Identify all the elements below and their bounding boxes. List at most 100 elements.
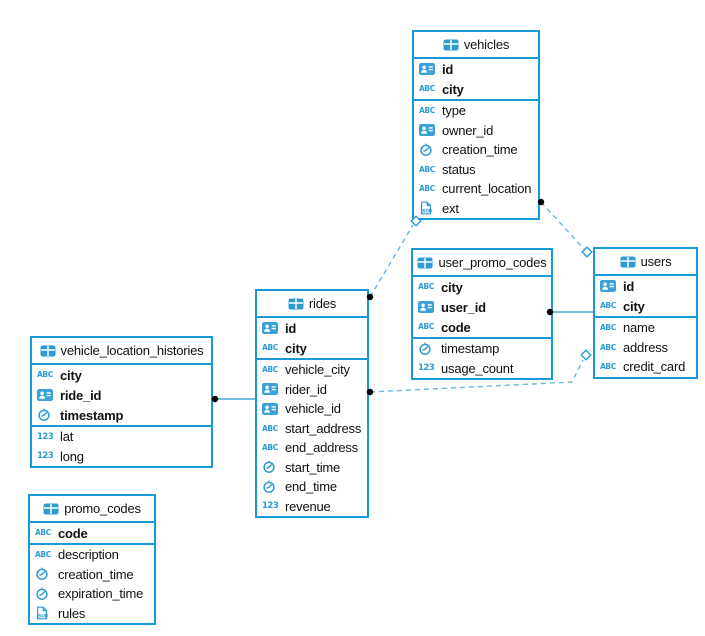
field-name: city	[623, 298, 645, 314]
field-name: user_id	[441, 299, 486, 315]
field-name: vehicle_city	[285, 362, 350, 378]
field-row[interactable]: id	[595, 276, 696, 296]
diamond-endpoint	[581, 246, 593, 258]
table-header[interactable]: promo_codes	[30, 496, 154, 523]
field-row[interactable]: end_time	[257, 477, 367, 497]
field-name: owner_id	[442, 122, 494, 138]
field-row[interactable]: expiration_time	[30, 584, 154, 604]
field-name: id	[623, 278, 635, 294]
field-name: code	[58, 525, 88, 541]
table-name: promo_codes	[64, 501, 141, 516]
string-icon: ABC	[419, 106, 435, 115]
field-row[interactable]: id	[257, 318, 367, 338]
table-header[interactable]: users	[595, 249, 696, 276]
field-name: creation_time	[58, 566, 134, 582]
field-row[interactable]: vehicle_id	[257, 399, 367, 419]
field-name: start_address	[285, 420, 362, 436]
id-icon	[262, 402, 281, 415]
primary-key-divider	[257, 358, 367, 360]
table-icon	[288, 298, 304, 310]
field-name: status	[442, 161, 476, 177]
field-row[interactable]: id	[414, 59, 538, 79]
timestamp-icon	[37, 408, 56, 422]
field-name: rider_id	[285, 381, 327, 397]
id-icon	[262, 383, 281, 396]
field-row[interactable]: rider_id	[257, 380, 367, 400]
table-header[interactable]: vehicles	[414, 32, 538, 59]
table-header[interactable]: rides	[257, 291, 367, 318]
string-icon: ABC	[600, 301, 616, 311]
field-row[interactable]: user_id	[413, 297, 551, 317]
primary-key-divider	[413, 337, 551, 339]
id-icon	[262, 322, 281, 334]
field-row[interactable]: creation_time	[30, 565, 154, 585]
field-row[interactable]: ABC start_address	[257, 419, 367, 439]
field-row[interactable]: ABC city	[414, 79, 538, 99]
primary-key-divider	[30, 543, 154, 545]
field-row[interactable]: start_time	[257, 458, 367, 478]
field-name: current_location	[442, 181, 532, 197]
field-row[interactable]: timestamp	[32, 405, 211, 425]
field-name: code	[441, 319, 471, 335]
field-name: city	[441, 279, 463, 295]
id-icon	[419, 124, 438, 137]
field-row[interactable]: ride_id	[32, 385, 211, 405]
relationship-line-vehicles-users[interactable]	[540, 201, 585, 250]
string-icon: ABC	[419, 184, 435, 193]
table-icon	[43, 503, 59, 515]
field-row[interactable]: ABC current_location	[414, 179, 538, 199]
table-header[interactable]: user_promo_codes	[413, 250, 551, 277]
field-row[interactable]: creation_time	[414, 140, 538, 160]
string-icon: ABC	[600, 342, 616, 352]
timestamp-icon	[418, 341, 437, 356]
number-icon: 123	[262, 501, 279, 511]
field-row[interactable]: ABC city	[595, 296, 696, 316]
id-icon	[37, 389, 56, 401]
table-icon	[417, 257, 433, 269]
field-name: city	[442, 81, 464, 97]
table-icon	[40, 345, 56, 357]
field-row[interactable]: owner_id	[414, 121, 538, 141]
table-header[interactable]: vehicle_location_histories	[32, 338, 211, 365]
relationship-line-rides-vehicles[interactable]	[369, 224, 414, 298]
field-name: ext	[442, 200, 459, 216]
string-icon: ABC	[262, 423, 278, 433]
field-row[interactable]: JSON ext	[414, 199, 538, 219]
field-row[interactable]: timestamp	[413, 339, 551, 359]
field-name: rules	[58, 605, 86, 621]
field-row[interactable]: JSON rules	[30, 604, 154, 624]
json-icon: JSON	[419, 201, 438, 215]
svg-text:JSON: JSON	[37, 614, 48, 619]
field-name: description	[58, 547, 119, 563]
string-icon: ABC	[262, 343, 278, 353]
string-icon: ABC	[600, 362, 616, 371]
string-icon: ABC	[419, 84, 435, 94]
